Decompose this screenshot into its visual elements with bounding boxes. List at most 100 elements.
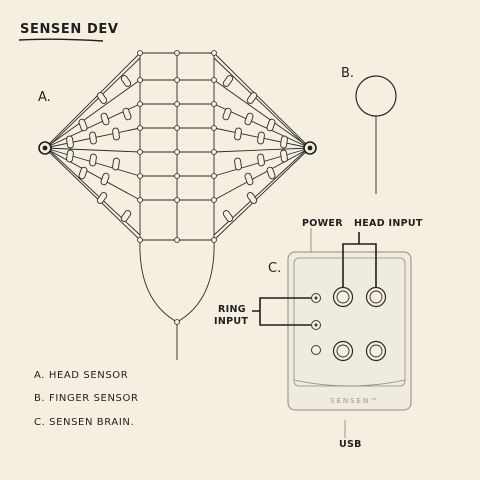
electrode — [257, 131, 265, 145]
grid-node — [174, 319, 180, 325]
grid-node — [137, 125, 143, 131]
sensor-edge — [213, 52, 311, 149]
label-a: A. — [38, 90, 51, 105]
electrode — [120, 210, 132, 222]
head-jack-1-inner — [336, 290, 350, 304]
sensor-wire — [44, 79, 141, 149]
head-input-label: HEAD INPUT — [354, 218, 423, 229]
electrode — [78, 166, 88, 180]
electrode — [66, 149, 74, 163]
power-label: POWER — [302, 218, 343, 229]
finger-sensor — [355, 75, 397, 194]
knob-1-inner — [336, 344, 350, 358]
grid-node — [137, 149, 143, 155]
right-electrodes — [222, 75, 288, 222]
electrode — [257, 153, 265, 167]
electrode — [234, 157, 242, 171]
ring-jack-1-center — [314, 296, 318, 300]
electrode — [122, 107, 132, 121]
brain-edge-curve — [293, 379, 406, 387]
electrode — [246, 92, 258, 104]
sensor-wire — [213, 147, 311, 201]
ring-jack-2-center — [314, 323, 318, 327]
grid-node — [174, 125, 180, 131]
electrode — [266, 166, 276, 180]
sensor-edge — [44, 52, 141, 149]
ring-input-leader — [252, 297, 311, 326]
legend: A. HEAD SENSOR B. FINGER SENSOR C. SENSE… — [34, 370, 139, 428]
sensor-edge — [213, 57, 307, 147]
electrode — [120, 75, 132, 87]
brain-brand: SENSEN™ — [330, 397, 379, 405]
electrode — [244, 172, 254, 186]
knob-2-inner — [369, 344, 383, 358]
page-title: SENSEN DEV — [20, 22, 119, 37]
head-jack-2 — [365, 286, 387, 308]
chin-strap — [139, 239, 215, 323]
label-b: B. — [341, 66, 354, 81]
grid-node — [211, 50, 217, 56]
legend-item-finger-sensor: B. FINGER SENSOR — [34, 393, 139, 404]
grid-node — [211, 149, 217, 155]
head-jack-1 — [332, 286, 354, 308]
head-jack-2-inner — [369, 290, 383, 304]
electrode — [222, 107, 232, 121]
grid-node — [174, 173, 180, 179]
grid-nodes — [137, 50, 217, 325]
electrode — [100, 112, 110, 126]
head-input-leader — [342, 232, 377, 287]
grid-node — [211, 77, 217, 83]
grid-node — [174, 197, 180, 203]
finger-ring — [355, 75, 397, 117]
electrode — [89, 153, 97, 167]
right-pivot-center — [307, 145, 313, 151]
grid-node — [137, 237, 143, 243]
sensen-brain: SENSEN™ POWER HEAD INPUT RING INPUT USB — [214, 218, 423, 450]
grid-node — [211, 125, 217, 131]
grid-node — [137, 101, 143, 107]
label-c: C. — [268, 261, 281, 276]
electrode — [222, 75, 234, 87]
electrode — [244, 112, 254, 126]
grid-node — [137, 50, 143, 56]
knob-2 — [365, 340, 387, 362]
grid-node — [174, 77, 180, 83]
title-underline — [18, 38, 104, 42]
grid-node — [137, 77, 143, 83]
grid-node — [137, 173, 143, 179]
grid-node — [174, 50, 180, 56]
electrode — [96, 192, 108, 204]
electrode — [66, 135, 74, 149]
electrode — [100, 172, 110, 186]
grid-node — [137, 197, 143, 203]
sensor-wire — [213, 79, 311, 149]
grid-node — [174, 149, 180, 155]
ring-input-label-1: RING — [218, 304, 246, 315]
grid-node — [211, 197, 217, 203]
legend-item-head-sensor: A. HEAD SENSOR — [34, 370, 128, 381]
electrode — [78, 118, 88, 132]
electrode — [246, 192, 258, 204]
head-sensor — [44, 52, 311, 360]
electrode — [96, 92, 108, 104]
electrode — [280, 135, 288, 149]
electrode — [234, 127, 242, 141]
grid-node — [174, 237, 180, 243]
left-pivot-center — [42, 145, 48, 151]
electrode — [112, 157, 120, 171]
knob-1 — [332, 340, 354, 362]
electrode — [112, 127, 120, 141]
electrode — [89, 131, 97, 145]
grid-node — [211, 237, 217, 243]
electrode — [222, 210, 234, 222]
sensor-edge — [213, 147, 311, 241]
grid-node — [174, 101, 180, 107]
sensor-wire — [213, 147, 311, 153]
ring-input-label-2: INPUT — [214, 316, 248, 327]
sensor-wire — [44, 147, 141, 201]
left-electrodes — [66, 75, 132, 222]
side-nodes — [38, 141, 317, 155]
legend-item-sensen-brain: C. SENSEN BRAIN. — [34, 417, 134, 428]
